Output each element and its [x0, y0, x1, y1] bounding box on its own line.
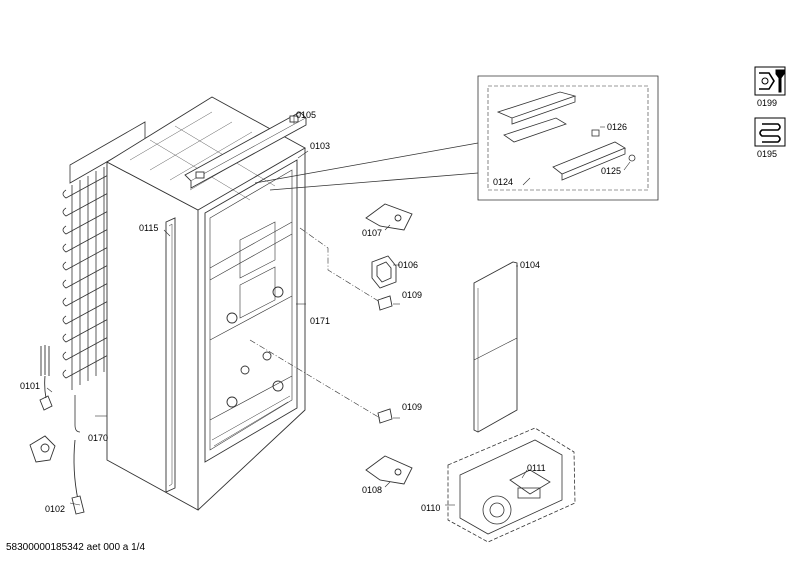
label-0104[interactable]: 0104	[520, 260, 540, 270]
detail-inset	[254, 75, 659, 201]
label-0170[interactable]: 0170	[88, 433, 108, 443]
label-0109-lower[interactable]: 0109	[402, 402, 422, 412]
label-0101[interactable]: 0101	[20, 381, 40, 391]
control-unit	[447, 427, 576, 543]
frame-part	[371, 255, 397, 289]
label-0102[interactable]: 0102	[45, 504, 65, 514]
wrench-screwdriver-icon	[754, 66, 786, 96]
label-0124[interactable]: 0124	[493, 177, 513, 187]
label-0171[interactable]: 0171	[310, 316, 330, 326]
label-0109-upper[interactable]: 0109	[402, 290, 422, 300]
label-0125[interactable]: 0125	[601, 166, 621, 176]
label-0103[interactable]: 0103	[310, 141, 330, 151]
label-0105[interactable]: 0105	[296, 110, 316, 120]
document-footer: 58300000185342 aet 000 a 1/4	[6, 542, 146, 553]
cabinet-housing	[106, 96, 306, 511]
label-0106[interactable]: 0106	[398, 260, 418, 270]
label-0110[interactable]: 0110	[421, 503, 440, 513]
label-0115[interactable]: 0115	[139, 223, 158, 233]
door-seal-strip	[165, 217, 176, 493]
condenser-coil	[62, 121, 146, 433]
coil-icon	[754, 117, 786, 147]
hinge-bottom	[365, 455, 413, 485]
clip-lower	[377, 408, 393, 424]
door-panel	[473, 261, 518, 433]
top-rail	[184, 111, 307, 189]
leader-lines	[46, 116, 631, 506]
part-labels: 0105 0103 0115 0170 0101 0102 0171 0107 …	[20, 98, 777, 514]
label-0195[interactable]: 0195	[757, 149, 777, 159]
clip-upper	[377, 295, 393, 311]
label-0111[interactable]: 0111	[527, 463, 546, 473]
label-0199[interactable]: 0199	[757, 98, 777, 108]
hinge-top	[365, 203, 413, 231]
label-0107[interactable]: 0107	[362, 228, 382, 238]
guide-lines	[249, 227, 381, 419]
power-cable	[39, 345, 53, 411]
label-0126[interactable]: 0126	[607, 122, 627, 132]
label-0108[interactable]: 0108	[362, 485, 382, 495]
thermostat-unit	[29, 435, 85, 515]
